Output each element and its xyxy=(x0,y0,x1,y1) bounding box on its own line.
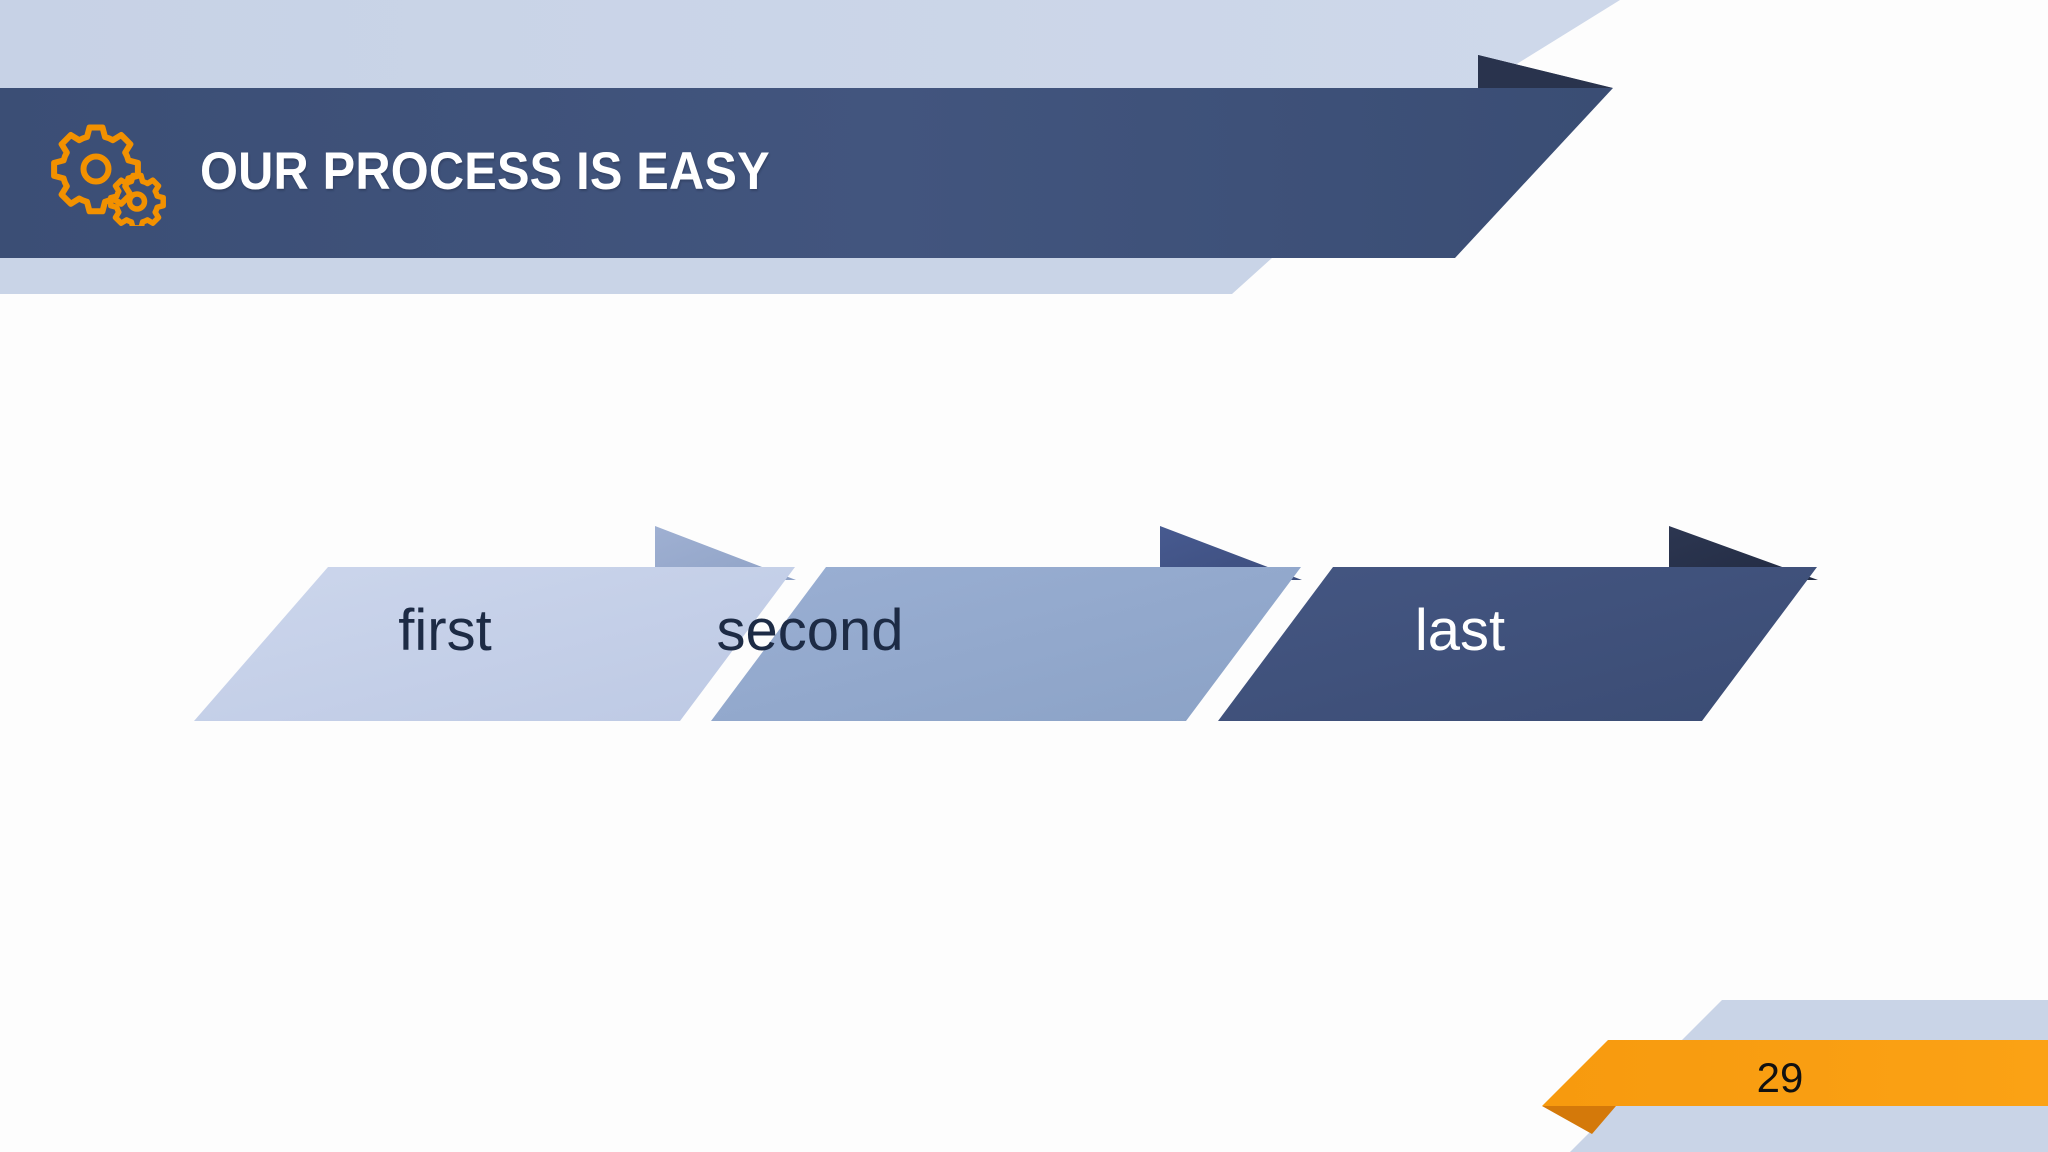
process-step-body-0 xyxy=(194,567,795,721)
header-banner-shape xyxy=(0,0,1620,294)
page-number-text: 29 xyxy=(1756,1054,1804,1101)
process-step-body-2 xyxy=(1218,567,1817,721)
process-step-body-1 xyxy=(711,567,1301,721)
process-diagram: first second last xyxy=(0,480,2048,770)
process-step-head-2 xyxy=(1669,526,1818,580)
process-step-head-1 xyxy=(1160,526,1302,580)
header-banner: OUR PROCESS IS EASY xyxy=(0,0,2048,320)
process-step-label-last: last xyxy=(1414,598,1506,663)
page-badge-banner xyxy=(1542,1040,2048,1106)
process-step-label-second: second xyxy=(716,598,904,663)
header-fold-shadow-2 xyxy=(1478,55,1613,88)
gears-icon xyxy=(51,124,166,226)
header-main-banner xyxy=(0,88,1613,258)
process-step-label-first: first xyxy=(398,598,492,663)
page-badge-shape xyxy=(1542,1000,2048,1152)
page-badge-fold xyxy=(1542,1106,1616,1134)
page-number-badge: 29 xyxy=(1540,1000,2048,1152)
page-title: OUR PROCESS IS EASY xyxy=(200,142,770,201)
process-arrows-shape xyxy=(194,526,1818,721)
header-bottom-band xyxy=(0,258,1272,294)
process-step-head-0 xyxy=(655,526,796,580)
header-top-band xyxy=(0,0,1620,88)
